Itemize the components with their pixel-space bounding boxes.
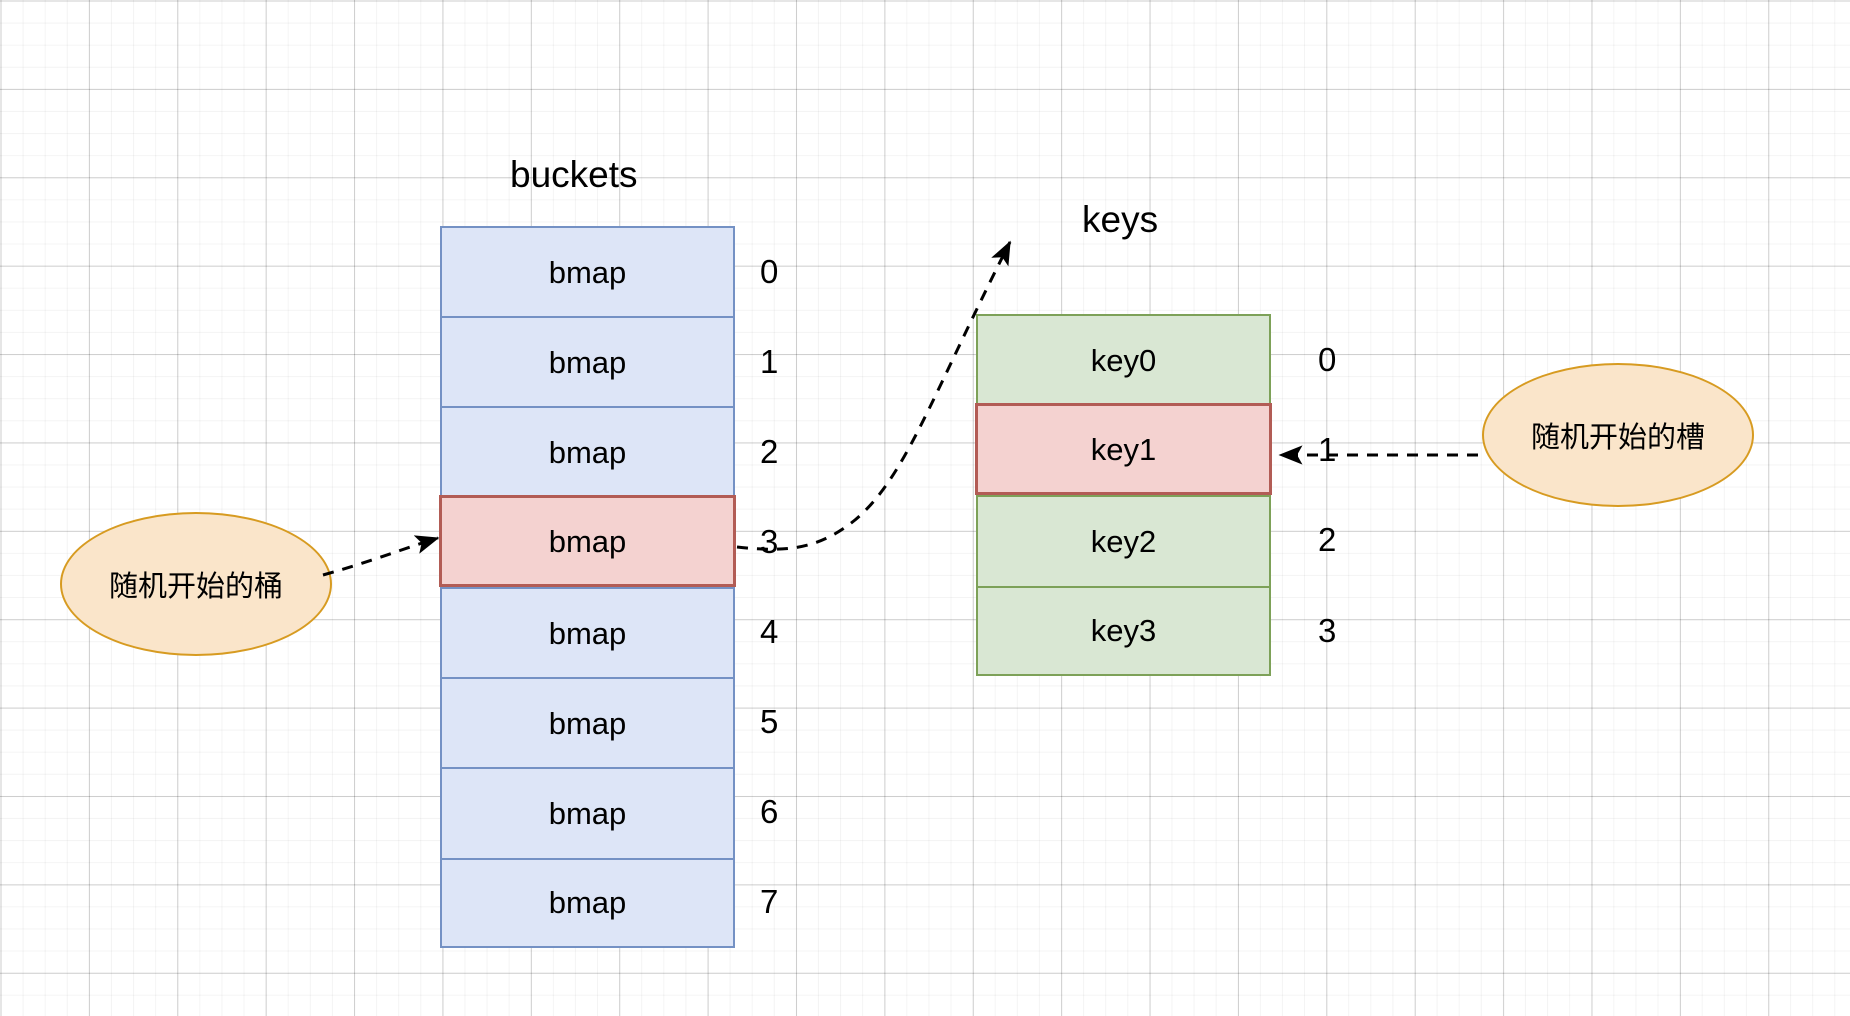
key-cell-1-highlighted[interactable]: key1: [975, 403, 1272, 496]
bucket-cell-1[interactable]: bmap: [440, 316, 735, 407]
keys-title: keys: [1082, 199, 1159, 240]
bucket-cell-6[interactable]: bmap: [440, 767, 735, 858]
key-cell-2[interactable]: key2: [976, 495, 1271, 586]
key-index-1: 1: [1318, 430, 1337, 468]
key-index-2: 2: [1318, 521, 1337, 559]
bucket-cell-5[interactable]: bmap: [440, 677, 735, 768]
bucket-index-2: 2: [760, 432, 779, 470]
bucket-cell-2[interactable]: bmap: [440, 406, 735, 497]
callout-random-start-slot[interactable]: 随机开始的槽: [1482, 363, 1754, 507]
bucket-index-3: 3: [760, 522, 779, 560]
buckets-index-gutter: 0 1 2 3 4 5 6 7: [760, 226, 820, 947]
bucket-index-7: 7: [760, 883, 779, 921]
buckets-column: bmap bmap bmap bmap bmap bmap bmap bmap: [439, 226, 736, 948]
keys-column: key0 key1 key2 key3: [975, 314, 1272, 676]
bucket-index-4: 4: [760, 612, 779, 650]
key-cell-0[interactable]: key0: [976, 314, 1271, 405]
bucket-index-6: 6: [760, 793, 779, 831]
bucket-index-0: 0: [760, 252, 779, 290]
bucket-index-1: 1: [760, 342, 779, 380]
callout-random-start-bucket[interactable]: 随机开始的桶: [60, 512, 332, 656]
bucket-cell-3-highlighted[interactable]: bmap: [439, 495, 736, 588]
arrow-bucket-callout-to-bmap3: [322, 535, 440, 577]
bucket-cell-7[interactable]: bmap: [440, 857, 735, 948]
key-cell-3[interactable]: key3: [976, 585, 1271, 676]
keys-index-gutter: 0 1 2 3: [1318, 314, 1378, 675]
key-index-0: 0: [1318, 340, 1337, 378]
key-index-3: 3: [1318, 611, 1337, 649]
bucket-cell-4[interactable]: bmap: [440, 587, 735, 678]
bucket-index-5: 5: [760, 703, 779, 741]
buckets-title: buckets: [510, 154, 638, 195]
bucket-cell-0[interactable]: bmap: [440, 226, 735, 317]
